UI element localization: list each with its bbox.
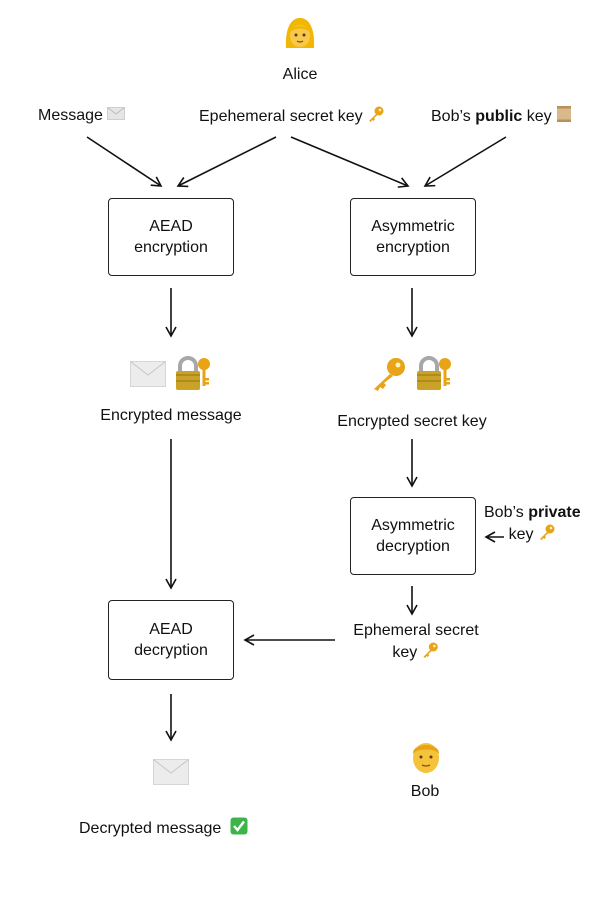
ephemeral-line1: Ephemeral secret bbox=[353, 622, 479, 639]
encrypted-message-label: Encrypted message bbox=[100, 407, 242, 424]
bob-label: Bob bbox=[410, 783, 440, 800]
envelope-icon bbox=[153, 759, 189, 790]
decrypted-envelope bbox=[153, 759, 189, 790]
bob-public-key-label: Bob’s public key bbox=[431, 105, 572, 129]
man-icon bbox=[412, 743, 440, 773]
arrow-ephemeral-to-asym bbox=[290, 136, 410, 188]
envelope-icon bbox=[130, 361, 166, 392]
bob-avatar bbox=[409, 738, 443, 779]
key-icon bbox=[371, 356, 407, 397]
public-key-bold: public bbox=[475, 108, 523, 126]
encrypted-secret-key-icons bbox=[371, 356, 453, 397]
ephemeral-secret-key-label: Ephemeral secret key bbox=[353, 620, 478, 665]
public-key-prefix: Bob’s bbox=[431, 108, 471, 126]
bob-private-key-label: Bob’s private key bbox=[484, 502, 581, 547]
arrow-public-to-asym bbox=[423, 136, 507, 187]
arrow-ephemeral-to-aead bbox=[176, 136, 277, 188]
locked-with-key-icon bbox=[415, 356, 453, 397]
decrypted-message-label: Decrypted message bbox=[79, 817, 248, 841]
arrow-message-to-aead bbox=[86, 136, 163, 187]
key-icon bbox=[367, 105, 385, 129]
asymmetric-encryption-box: Asymmetric encryption bbox=[350, 198, 476, 276]
private-key-prefix: Bob’s bbox=[484, 504, 524, 521]
key-icon bbox=[422, 641, 440, 665]
ephemeral-line2: key bbox=[392, 644, 418, 662]
key-icon bbox=[538, 523, 556, 547]
alice-avatar bbox=[282, 16, 318, 57]
woman-icon bbox=[285, 18, 315, 48]
alice-label: Alice bbox=[282, 66, 318, 83]
message-input-label: Message bbox=[38, 105, 126, 126]
box-line: Asymmetric bbox=[371, 517, 455, 534]
encrypted-secret-key-label: Encrypted secret key bbox=[337, 413, 487, 430]
box-line: AEAD bbox=[149, 218, 193, 235]
ephemeral-key-input-label: Epehemeral secret key bbox=[199, 105, 385, 129]
box-line: AEAD bbox=[149, 621, 193, 638]
private-key-line2: key bbox=[508, 526, 534, 544]
message-text: Message bbox=[38, 107, 103, 124]
locked-with-key-icon bbox=[174, 356, 212, 397]
aead-encryption-box: AEAD encryption bbox=[108, 198, 234, 276]
box-line: decryption bbox=[134, 642, 208, 659]
decrypted-message-text: Decrypted message bbox=[79, 820, 222, 838]
box-line: Asymmetric bbox=[371, 218, 455, 235]
private-key-bold: private bbox=[528, 504, 581, 521]
aead-decryption-box: AEAD decryption bbox=[108, 600, 234, 680]
encrypted-message-icons bbox=[130, 356, 212, 397]
check-mark-icon bbox=[230, 817, 248, 841]
box-line: decryption bbox=[376, 538, 450, 555]
asymmetric-decryption-box: Asymmetric decryption bbox=[350, 497, 476, 575]
box-line: encryption bbox=[376, 239, 450, 256]
scroll-icon bbox=[556, 105, 572, 129]
public-key-suffix: key bbox=[526, 108, 552, 126]
envelope-icon bbox=[107, 105, 126, 126]
ephemeral-key-text: Epehemeral secret key bbox=[199, 108, 363, 126]
box-line: encryption bbox=[134, 239, 208, 256]
